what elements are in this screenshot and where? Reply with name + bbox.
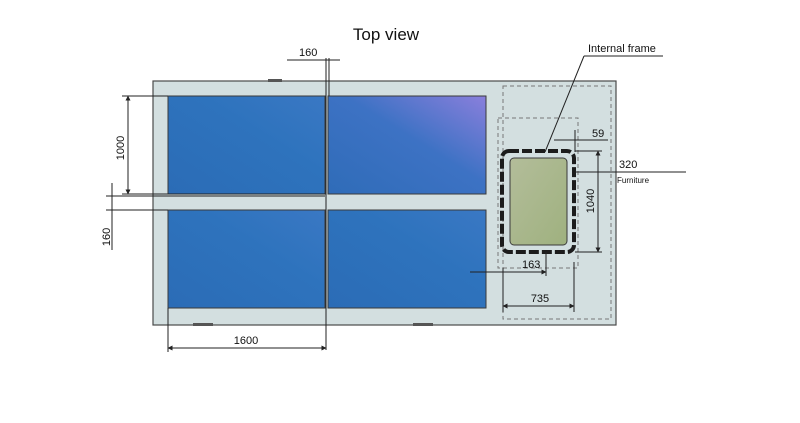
solar-panel-top-right xyxy=(327,95,487,195)
dim-1040-label: 1040 xyxy=(585,189,597,213)
base-tab xyxy=(193,323,213,326)
internal-frame-label: Internal frame xyxy=(588,43,656,55)
furniture-outline xyxy=(502,85,612,320)
solar-panel-bottom-right xyxy=(327,209,487,309)
furniture-label: Furniture xyxy=(617,176,650,185)
dim-160-top-label: 160 xyxy=(299,47,317,59)
internal-frame xyxy=(500,149,576,254)
dim-1600-label: 1600 xyxy=(234,335,258,347)
dim-735-label: 735 xyxy=(531,293,549,305)
base-tab xyxy=(413,323,433,326)
dim-1000-label: 1000 xyxy=(115,136,127,160)
dim-160-left-label: 160 xyxy=(101,228,113,246)
internal-zone-outline xyxy=(497,117,579,269)
base-tab xyxy=(268,79,282,82)
dim-59-label: 59 xyxy=(592,128,604,140)
dim-320-label: 320 xyxy=(619,159,637,171)
solar-panel-top-left xyxy=(167,95,326,195)
dim-163-label: 163 xyxy=(522,259,540,271)
internal-frame-window xyxy=(509,157,568,246)
drawing-title: Top view xyxy=(353,25,420,44)
solar-panel-bottom-left xyxy=(167,209,326,309)
internal-frame-leader xyxy=(544,55,585,153)
